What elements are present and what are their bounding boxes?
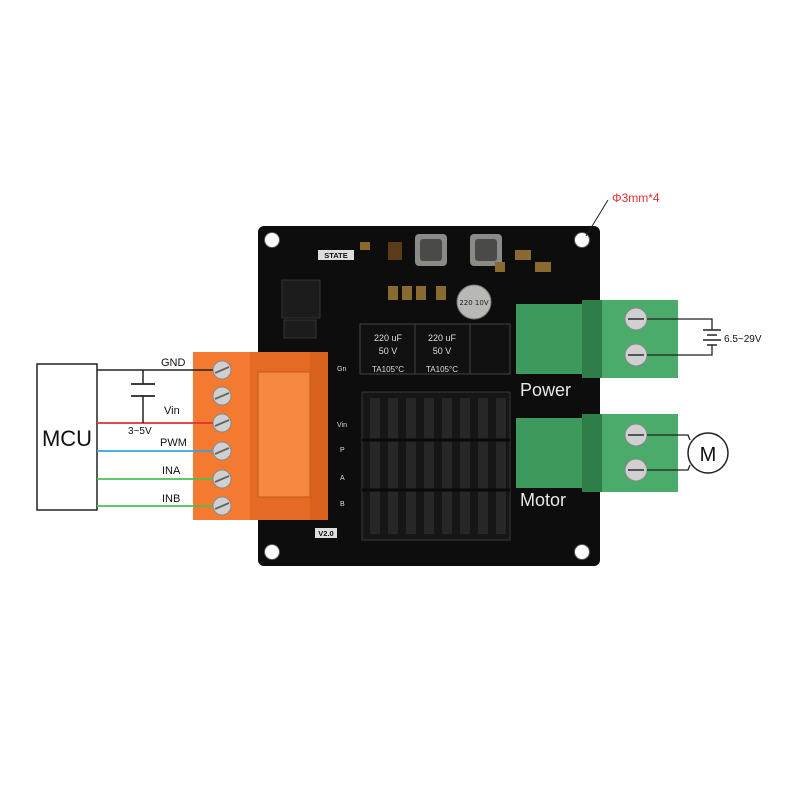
heatsink-fin-1 [370,398,380,534]
label-pwm: PWM [160,437,187,449]
smd-part-6 [416,286,426,300]
inductor-l1-core [475,239,497,261]
heatsink-fin-4 [424,398,434,534]
power-supply-symbol [647,318,721,356]
capacitor-2-value: 220 uF [428,333,457,343]
power-label: Power [520,380,571,400]
label-inb: INB [162,493,180,505]
capacitor-2-voltage: 50 V [433,346,452,356]
capacitor-1-rating: TA105°C [372,365,404,374]
orange-terminal-rail [310,352,328,520]
screw-slot-1 [214,366,230,374]
inductor-l2-core [420,239,442,261]
motor-terminal-mid [582,414,602,492]
screw-slot-4 [214,447,230,455]
motor-circle [687,432,729,474]
capacitor-3 [469,323,511,375]
heatsink-fin-7 [478,398,488,534]
label-supply-voltage: 3~5V [128,426,152,437]
power-input-voltage-label: 6.5~29V [724,334,762,345]
motor-wire-bottom [647,464,691,471]
capacitor-1-voltage: 50 V [379,346,398,356]
mounting-hole-label: Φ3mm*4 [612,191,660,205]
power-terminal-mid [582,300,602,378]
label-gnd: GND [161,357,186,369]
version-label-box [315,528,337,538]
smd-part-3 [535,262,551,272]
smd-part-8 [495,262,505,272]
motor-terminal-housing [516,418,582,488]
mounting-hole-tl [264,232,280,248]
board-pin-mark-3: P [340,447,345,454]
label-ina: INA [162,465,181,477]
state-label-box [318,250,354,260]
power-wire-bottom [647,345,713,356]
smd-part-7 [436,286,446,300]
screw-slot-5 [214,475,230,483]
small-capacitor [456,284,492,320]
board-pin-mark-5: B [340,501,345,508]
pcb-board: 220 10V 220 uF 50 V TA105°C 220 uF 50 V … [258,226,600,566]
mounting-hole-bl [264,544,280,560]
motor-symbol: M [647,432,729,474]
smd-part-4 [388,286,398,300]
state-label: STATE [324,251,347,260]
motor-wire-top [647,434,691,441]
smd-part-2 [515,250,531,260]
smd-part-9 [360,242,370,250]
control-terminal-block [193,352,328,520]
motor-terminal-block [516,414,678,492]
heatsink-fin-3 [406,398,416,534]
power-terminal-housing [516,304,582,374]
version-label: V2.0 [318,529,333,538]
power-wire-top [647,318,713,330]
power-terminal-block [516,300,678,378]
board-pin-mark-4: A [340,475,345,482]
mounting-hole-br [574,544,590,560]
motor-label: Motor [520,490,566,510]
screw-slot-2 [214,392,230,400]
mounting-hole-tr [574,232,590,248]
screw-slot-3 [214,419,230,427]
smd-part-1 [388,242,402,260]
small-capacitor-text: 220 10V [459,299,488,307]
screw-slot-6 [214,502,230,510]
control-wires [97,369,213,507]
heatsink [361,391,511,541]
mcu-label: MCU [42,426,92,451]
board-pin-mark-2: Vin [337,422,347,429]
ic-u2 [283,319,317,339]
heatsink-fin-6 [460,398,470,534]
capacitor-2 [414,323,471,375]
capacitor-1-value: 220 uF [374,333,403,343]
motor-symbol-label: M [700,444,717,466]
heatsink-fin-8 [496,398,506,534]
mounting-hole-leader [585,199,609,237]
heatsink-fin-5 [442,398,452,534]
board-pin-mark-1: Gn [337,366,346,373]
capacitor-2-rating: TA105°C [426,365,458,374]
heatsink-fin-2 [388,398,398,534]
ic-u1 [281,279,321,319]
capacitor-bank: 220 uF 50 V TA105°C 220 uF 50 V TA105°C [359,323,511,375]
smd-part-5 [402,286,412,300]
orange-terminal-slot [257,371,311,498]
label-vin: Vin [164,405,180,417]
mcu-box [36,363,98,511]
